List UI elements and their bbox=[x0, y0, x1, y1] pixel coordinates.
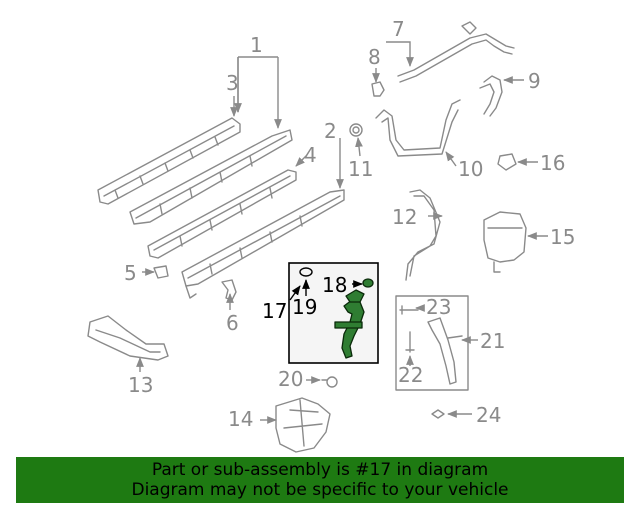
callout-5: 5 bbox=[124, 261, 137, 285]
hose-part-9[interactable] bbox=[479, 75, 503, 117]
callout-18: 18 bbox=[322, 273, 347, 297]
callout-20: 20 bbox=[278, 367, 303, 391]
coolant-reservoir-part-15[interactable] bbox=[483, 211, 527, 273]
radiator-support-plate-4[interactable] bbox=[147, 169, 297, 259]
air-deflector-plate-upper[interactable] bbox=[97, 117, 241, 205]
callout-23: 23 bbox=[426, 295, 451, 319]
hose-part-7[interactable] bbox=[397, 21, 515, 83]
reservoir-cap-part-16[interactable] bbox=[497, 153, 517, 171]
callout-6: 6 bbox=[226, 311, 239, 335]
leader-lines bbox=[136, 41, 548, 424]
clip-part-8[interactable] bbox=[371, 81, 385, 97]
disclaimer-banner: Part or sub-assembly is #17 in diagram D… bbox=[16, 457, 624, 503]
callout-17: 17 bbox=[262, 299, 287, 323]
callout-14: 14 bbox=[228, 407, 253, 431]
callout-4: 4 bbox=[304, 143, 317, 167]
callout-22: 22 bbox=[398, 363, 423, 387]
callout-8: 8 bbox=[368, 45, 381, 69]
clip-part-20[interactable] bbox=[321, 376, 338, 388]
callout-13: 13 bbox=[128, 373, 153, 397]
bracket-part-21[interactable] bbox=[427, 317, 463, 385]
oring-part-19[interactable] bbox=[299, 267, 313, 277]
callout-12: 12 bbox=[392, 205, 417, 229]
callout-16: 16 bbox=[540, 151, 565, 175]
clip-part-24[interactable] bbox=[431, 409, 445, 419]
callout-7: 7 bbox=[392, 17, 405, 41]
clip-part-6[interactable] bbox=[221, 279, 237, 301]
hose-part-10[interactable] bbox=[375, 99, 461, 157]
callout-19: 19 bbox=[292, 295, 317, 319]
coolant-tube-part-17[interactable] bbox=[334, 289, 365, 359]
banner-line-2: Diagram may not be specific to your vehi… bbox=[131, 480, 509, 500]
clip-part-5[interactable] bbox=[153, 265, 169, 279]
bracket-part-13[interactable] bbox=[87, 315, 169, 361]
callout-9: 9 bbox=[528, 69, 541, 93]
callout-2: 2 bbox=[324, 119, 337, 143]
callout-21: 21 bbox=[480, 329, 505, 353]
callout-1: 1 bbox=[250, 33, 263, 57]
connector-part-18[interactable] bbox=[362, 278, 374, 288]
bolt-part-23[interactable] bbox=[399, 305, 419, 315]
callout-24: 24 bbox=[476, 403, 501, 427]
clamp-part-11[interactable] bbox=[349, 123, 363, 137]
bolt-part-22[interactable] bbox=[405, 331, 415, 353]
banner-line-1: Part or sub-assembly is #17 in diagram bbox=[151, 460, 489, 480]
radiator-support-plate-2[interactable] bbox=[181, 189, 345, 299]
callout-15: 15 bbox=[550, 225, 575, 249]
callout-10: 10 bbox=[458, 157, 483, 181]
callout-11: 11 bbox=[348, 157, 373, 181]
assembly-part-14[interactable] bbox=[275, 397, 331, 453]
hose-part-12[interactable] bbox=[405, 189, 441, 281]
callout-3: 3 bbox=[226, 71, 239, 95]
